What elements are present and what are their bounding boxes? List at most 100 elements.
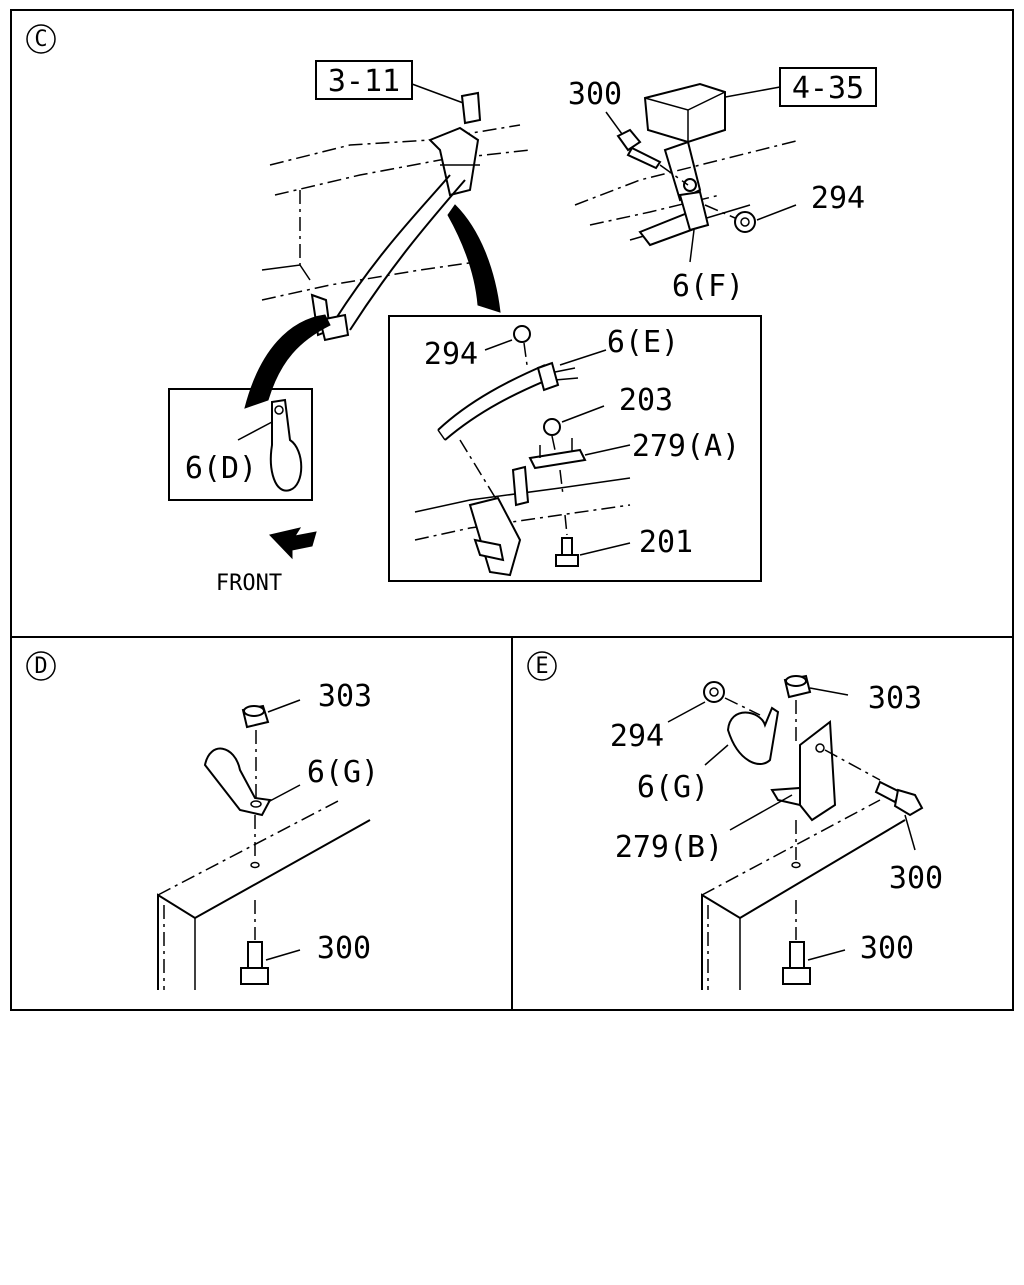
frame-edge [261, 264, 311, 281]
leader-294-top [756, 204, 797, 221]
inset-6d-frame [168, 388, 313, 501]
e-frame-hole [791, 861, 801, 869]
section-c-marker-circle [26, 24, 56, 54]
bolt-300-axis [659, 164, 689, 186]
bolt-300-head [616, 128, 642, 152]
label-d-6g: 6(G) [307, 755, 379, 790]
frame-rail-right-upper [574, 139, 801, 206]
e-bolt-300-bottom-shank [789, 941, 805, 969]
inset-stud-plate [511, 465, 530, 507]
leader-6f [689, 229, 695, 263]
e-nut-294-axis [724, 697, 761, 716]
ref-box-3-11 [315, 60, 413, 100]
label-e-294: 294 [610, 719, 664, 754]
upper-bracket [460, 91, 482, 125]
e-nut-303-top [785, 675, 807, 687]
label-e-300-right: 300 [889, 861, 943, 896]
leader-d-303 [267, 699, 301, 713]
inset-tube-a [437, 364, 546, 431]
leader-d-6g [267, 784, 301, 803]
nut-203-axis [551, 435, 556, 451]
ref-4-35-label: 4-35 [792, 71, 864, 106]
d-frame-back [157, 799, 341, 896]
clip-6e-part [536, 361, 560, 392]
nut-294-axis [704, 204, 736, 219]
label-6e: 6(E) [607, 325, 679, 360]
section-c-marker: C [34, 27, 47, 52]
upper-clip [428, 126, 480, 197]
e-bracket-279b-part [799, 720, 837, 822]
front-label: FRONT [216, 571, 282, 596]
e-bolt-horizontal-axis [824, 749, 881, 781]
callout-arrow-right [447, 204, 501, 313]
label-203: 203 [619, 383, 673, 418]
label-6f: 6(F) [672, 269, 744, 304]
section-d: D 303 6(G) 300 [26, 651, 379, 990]
front-arrow [269, 527, 317, 560]
leader-e-294 [667, 701, 706, 723]
bolt-300-shank [626, 146, 662, 170]
e-clip-6g-part [726, 706, 780, 765]
leader-e-303 [809, 687, 849, 696]
clip-6d-part [269, 398, 303, 492]
frame-rail-upper [269, 124, 521, 166]
e-frame-back [701, 799, 881, 896]
label-e-279b: 279(B) [615, 830, 723, 865]
leader-300-c [605, 111, 623, 135]
d-nut-303-top [243, 705, 265, 717]
clip-6f-part [678, 190, 710, 232]
d-clip-6g-hole [250, 800, 262, 808]
d-frame-hole [250, 861, 260, 869]
label-201: 201 [639, 525, 693, 560]
bolt-201-axis [564, 514, 568, 536]
leader-e-6g [704, 744, 729, 766]
bolt-201-head [555, 554, 579, 567]
section-e-marker-circle [527, 651, 557, 681]
leader-6d [237, 421, 273, 441]
section-e-marker: E [535, 654, 548, 679]
inset-bracket [468, 496, 522, 577]
leader-3-11 [411, 83, 467, 105]
leader-e-279b [729, 794, 793, 831]
leader-6e [559, 349, 607, 366]
section-d-marker-circle [26, 651, 56, 681]
clip-279a-axis [559, 469, 564, 496]
e-bracket-279b-foot [770, 786, 801, 807]
d-bolt-300-head [240, 967, 269, 985]
e-frame-edge [701, 819, 906, 990]
e-bracket-279b-hole [815, 743, 825, 753]
nut-294-inset-part [513, 325, 531, 343]
inset-tube-b [444, 377, 553, 441]
nut-203-part [543, 418, 561, 436]
label-e-6g: 6(G) [637, 770, 709, 805]
e-bolt-300-right-head [893, 788, 924, 817]
leader-201 [579, 542, 631, 556]
leader-203 [561, 405, 605, 423]
leader-d-300 [265, 949, 301, 961]
inset-6e-frame [388, 315, 762, 582]
e-bolt-300-bottom-head [782, 967, 811, 985]
callout-arrow-left [244, 314, 331, 409]
inset-tube-end [437, 429, 446, 441]
e-nut-294-hole [709, 687, 719, 697]
d-clip-6g-part [203, 747, 272, 817]
leader-4-35 [719, 86, 781, 99]
box-4-35-bracket [663, 140, 702, 202]
inset-hook [473, 538, 505, 562]
box-4-35-part [643, 82, 726, 144]
label-294-top: 294 [811, 181, 865, 216]
harness-tube-a [334, 174, 451, 321]
harness-tube-b [349, 179, 466, 331]
frame-rail-upper-2 [274, 149, 531, 196]
section-e: E 294 303 6(G) 279(B) 300 [527, 651, 943, 990]
nut-294-hole [740, 217, 750, 227]
nut-294-part [734, 211, 756, 233]
clip-279a-part [528, 448, 587, 470]
label-6d: 6(D) [185, 451, 257, 486]
label-e-303: 303 [868, 681, 922, 716]
label-300-c: 300 [568, 77, 622, 112]
d-frame-edge [157, 819, 371, 990]
section-d-marker: D [34, 654, 47, 679]
